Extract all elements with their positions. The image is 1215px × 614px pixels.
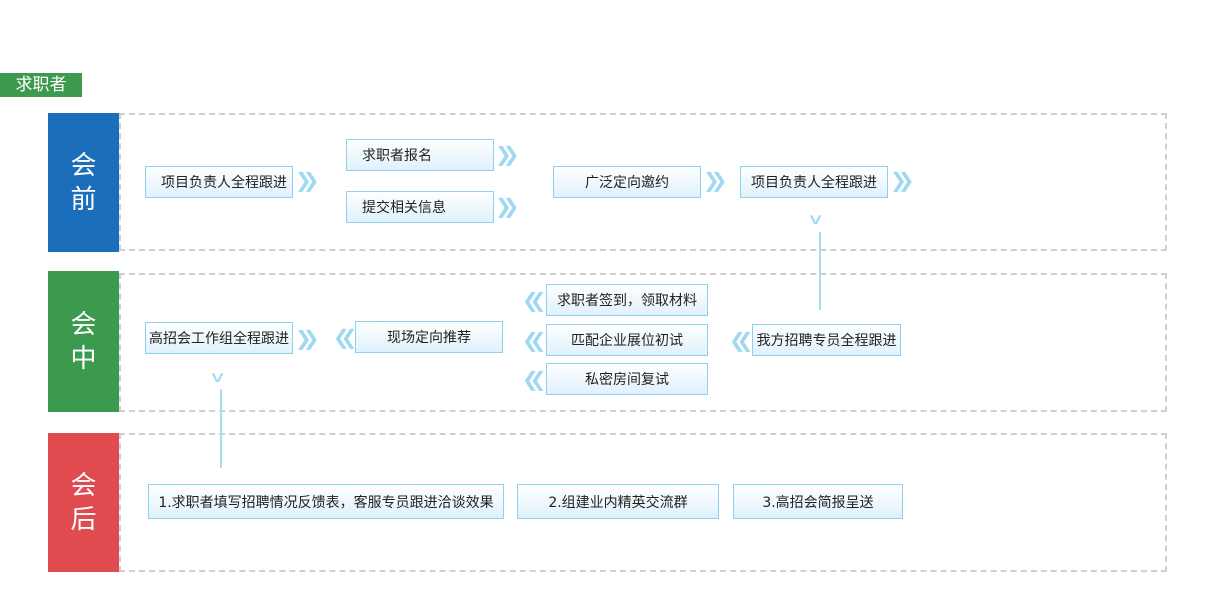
- chevron-down-icon: ∨: [208, 368, 227, 386]
- phase-after-label: 会 后: [48, 433, 119, 572]
- before-step2b-box: 提交相关信息: [346, 191, 494, 223]
- connector-line: [819, 232, 821, 310]
- before-step2a-box: 求职者报名: [346, 139, 494, 171]
- phase-after-line2: 后: [70, 504, 97, 535]
- after-step2-box: 2.组建业内精英交流群: [517, 484, 719, 519]
- chevron-double-right-icon: ❯❯: [495, 194, 519, 218]
- phase-during-line1: 会: [70, 309, 97, 340]
- during-step2b-box: 匹配企业展位初试: [546, 324, 708, 356]
- during-step1-box: 我方招聘专员全程跟进: [752, 324, 901, 356]
- after-step3-box: 3.高招会简报呈送: [733, 484, 903, 519]
- chevron-down-icon: ∨: [806, 210, 825, 228]
- before-step4-box: 项目负责人全程跟进: [740, 166, 888, 198]
- during-step2a-box: 求职者签到，领取材料: [546, 284, 708, 316]
- chevron-double-right-icon: ❯❯: [495, 142, 519, 166]
- phase-after-frame: [119, 433, 1167, 572]
- chevron-double-right-icon: ❯❯: [703, 168, 727, 192]
- chevron-double-left-icon: ❮❮: [522, 367, 546, 391]
- section-title: 求职者: [0, 73, 82, 97]
- connector-line: [220, 389, 222, 468]
- before-step3-box: 广泛定向邀约: [553, 166, 701, 198]
- phase-after-line1: 会: [70, 470, 97, 501]
- chevron-double-right-icon: ❯❯: [295, 168, 319, 192]
- after-step1-box: 1.求职者填写招聘情况反馈表，客服专员跟进洽谈效果: [148, 484, 504, 519]
- phase-before-label: 会 前: [48, 113, 119, 252]
- phase-during-frame: [119, 273, 1167, 412]
- during-step4-box: 高招会工作组全程跟进: [145, 322, 293, 354]
- phase-before-frame: [119, 113, 1167, 251]
- before-step1-box: 项目负责人全程跟进: [145, 166, 293, 198]
- chevron-double-right-icon: ❯❯: [295, 326, 319, 350]
- phase-during-label: 会 中: [48, 271, 119, 412]
- phase-before-line2: 前: [70, 184, 97, 215]
- phase-during-line2: 中: [70, 343, 97, 374]
- chevron-double-right-icon: ❯❯: [890, 168, 914, 192]
- during-step3-box: 现场定向推荐: [355, 321, 503, 353]
- chevron-double-left-icon: ❮❮: [333, 325, 357, 349]
- chevron-double-left-icon: ❮❮: [522, 328, 546, 352]
- phase-before-line1: 会: [70, 150, 97, 181]
- during-step2c-box: 私密房间复试: [546, 363, 708, 395]
- chevron-double-left-icon: ❮❮: [729, 328, 753, 352]
- chevron-double-left-icon: ❮❮: [522, 288, 546, 312]
